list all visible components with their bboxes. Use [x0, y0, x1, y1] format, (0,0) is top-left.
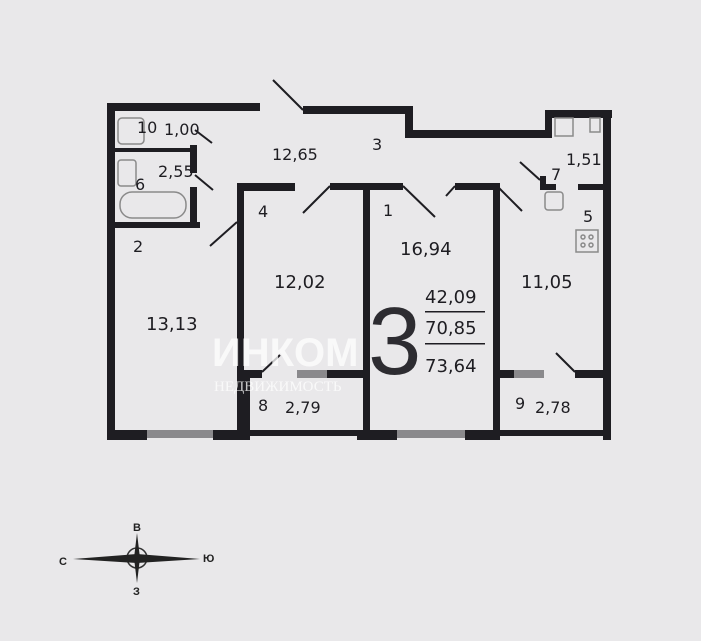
room-10-area: 1,00: [164, 120, 200, 139]
room-1-area: 16,94: [400, 239, 452, 260]
room-9-number: 9: [515, 394, 525, 413]
room-9-area: 2,78: [535, 398, 571, 417]
room-10-number: 10: [137, 118, 157, 137]
room-labels: 1 16,94 2 13,13 3 12,65 4 12,02 5 11,05 …: [133, 118, 602, 417]
watermark-brand: ИНКОМ: [212, 331, 358, 375]
room-6-number: 6: [135, 175, 145, 194]
sink-icon: [117, 159, 137, 187]
compass-west: З: [133, 586, 140, 598]
room-5-number: 5: [583, 207, 593, 226]
stove-icon: [575, 229, 599, 253]
room-1-number: 1: [383, 201, 393, 220]
room-4-number: 4: [258, 202, 268, 221]
kitchen-sink-icon: [544, 191, 564, 211]
compass-north: С: [59, 556, 67, 568]
room-3-area: 12,65: [272, 145, 318, 164]
room-5-area: 11,05: [521, 272, 573, 293]
fixtures: [117, 117, 601, 253]
walls: [107, 103, 612, 440]
room-6-area: 2,55: [158, 162, 194, 181]
windows: [147, 370, 544, 438]
room-2-number: 2: [133, 237, 143, 256]
area-summary: 3 42,09 70,85 73,64: [368, 287, 485, 395]
bathtub-icon: [119, 191, 187, 219]
total-area-with-balconies: 73,64: [425, 356, 477, 377]
toilet-icon: [117, 117, 145, 145]
watermark-subtitle: НЕДВИЖИМОСТЬ: [214, 379, 342, 395]
total-area: 70,85: [425, 318, 477, 339]
room-4-area: 12,02: [274, 272, 326, 293]
room-2-area: 13,13: [146, 314, 198, 335]
compass-rose: С Ю В З: [59, 522, 214, 598]
room-3-number: 3: [372, 135, 382, 154]
room-7-number: 7: [551, 165, 561, 184]
room-7-area: 1,51: [566, 150, 602, 169]
room-8-area: 2,79: [285, 398, 321, 417]
compass-south: Ю: [203, 553, 214, 565]
room-8-number: 8: [258, 396, 268, 415]
compass-east: В: [133, 522, 141, 534]
living-area: 42,09: [425, 287, 477, 308]
watermark-logo: ИНКОМ НЕДВИЖИМОСТЬ: [212, 331, 358, 395]
room-count: 3: [368, 288, 421, 395]
doors: [194, 79, 576, 373]
